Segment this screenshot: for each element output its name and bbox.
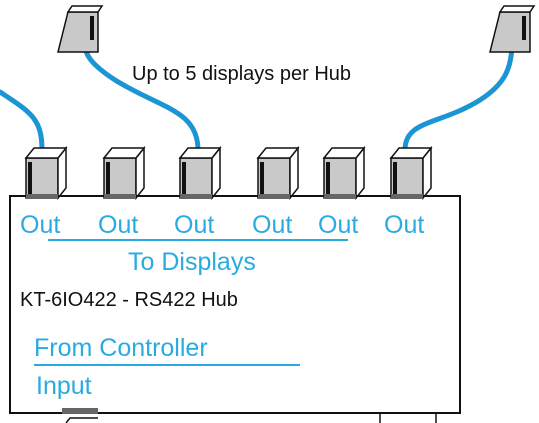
from-controller-label: From Controller	[34, 334, 208, 362]
cable-3	[81, 37, 201, 153]
to-displays-label: To Displays	[128, 248, 256, 276]
output-label: Out	[252, 211, 292, 239]
display-plug-icon	[489, 5, 536, 53]
rj-connector-icon	[256, 146, 300, 200]
rj-connector-icon	[24, 146, 68, 200]
rj-connector-icon	[322, 146, 366, 200]
cable-1	[0, 89, 45, 153]
rj-connector-icon	[178, 146, 222, 200]
rj-connector-icon	[102, 146, 146, 200]
output-label: Out	[174, 211, 214, 239]
caption: Up to 5 displays per Hub	[132, 63, 351, 85]
output-label: Out	[98, 211, 138, 239]
output-ports	[26, 194, 423, 199]
output-label: Out	[318, 211, 358, 239]
input-port	[62, 408, 98, 414]
input-connector-stub	[65, 417, 98, 423]
hub-box	[9, 195, 461, 414]
rj-connector-icon	[389, 146, 433, 200]
input-label: Input	[36, 372, 92, 400]
output-label: Out	[20, 211, 60, 239]
output-label: Out	[384, 211, 424, 239]
cable-6	[402, 39, 515, 153]
cables	[0, 37, 515, 153]
hub-model-label: KT-6IO422 - RS422 Hub	[20, 289, 238, 311]
display-plug-icon	[57, 5, 104, 53]
